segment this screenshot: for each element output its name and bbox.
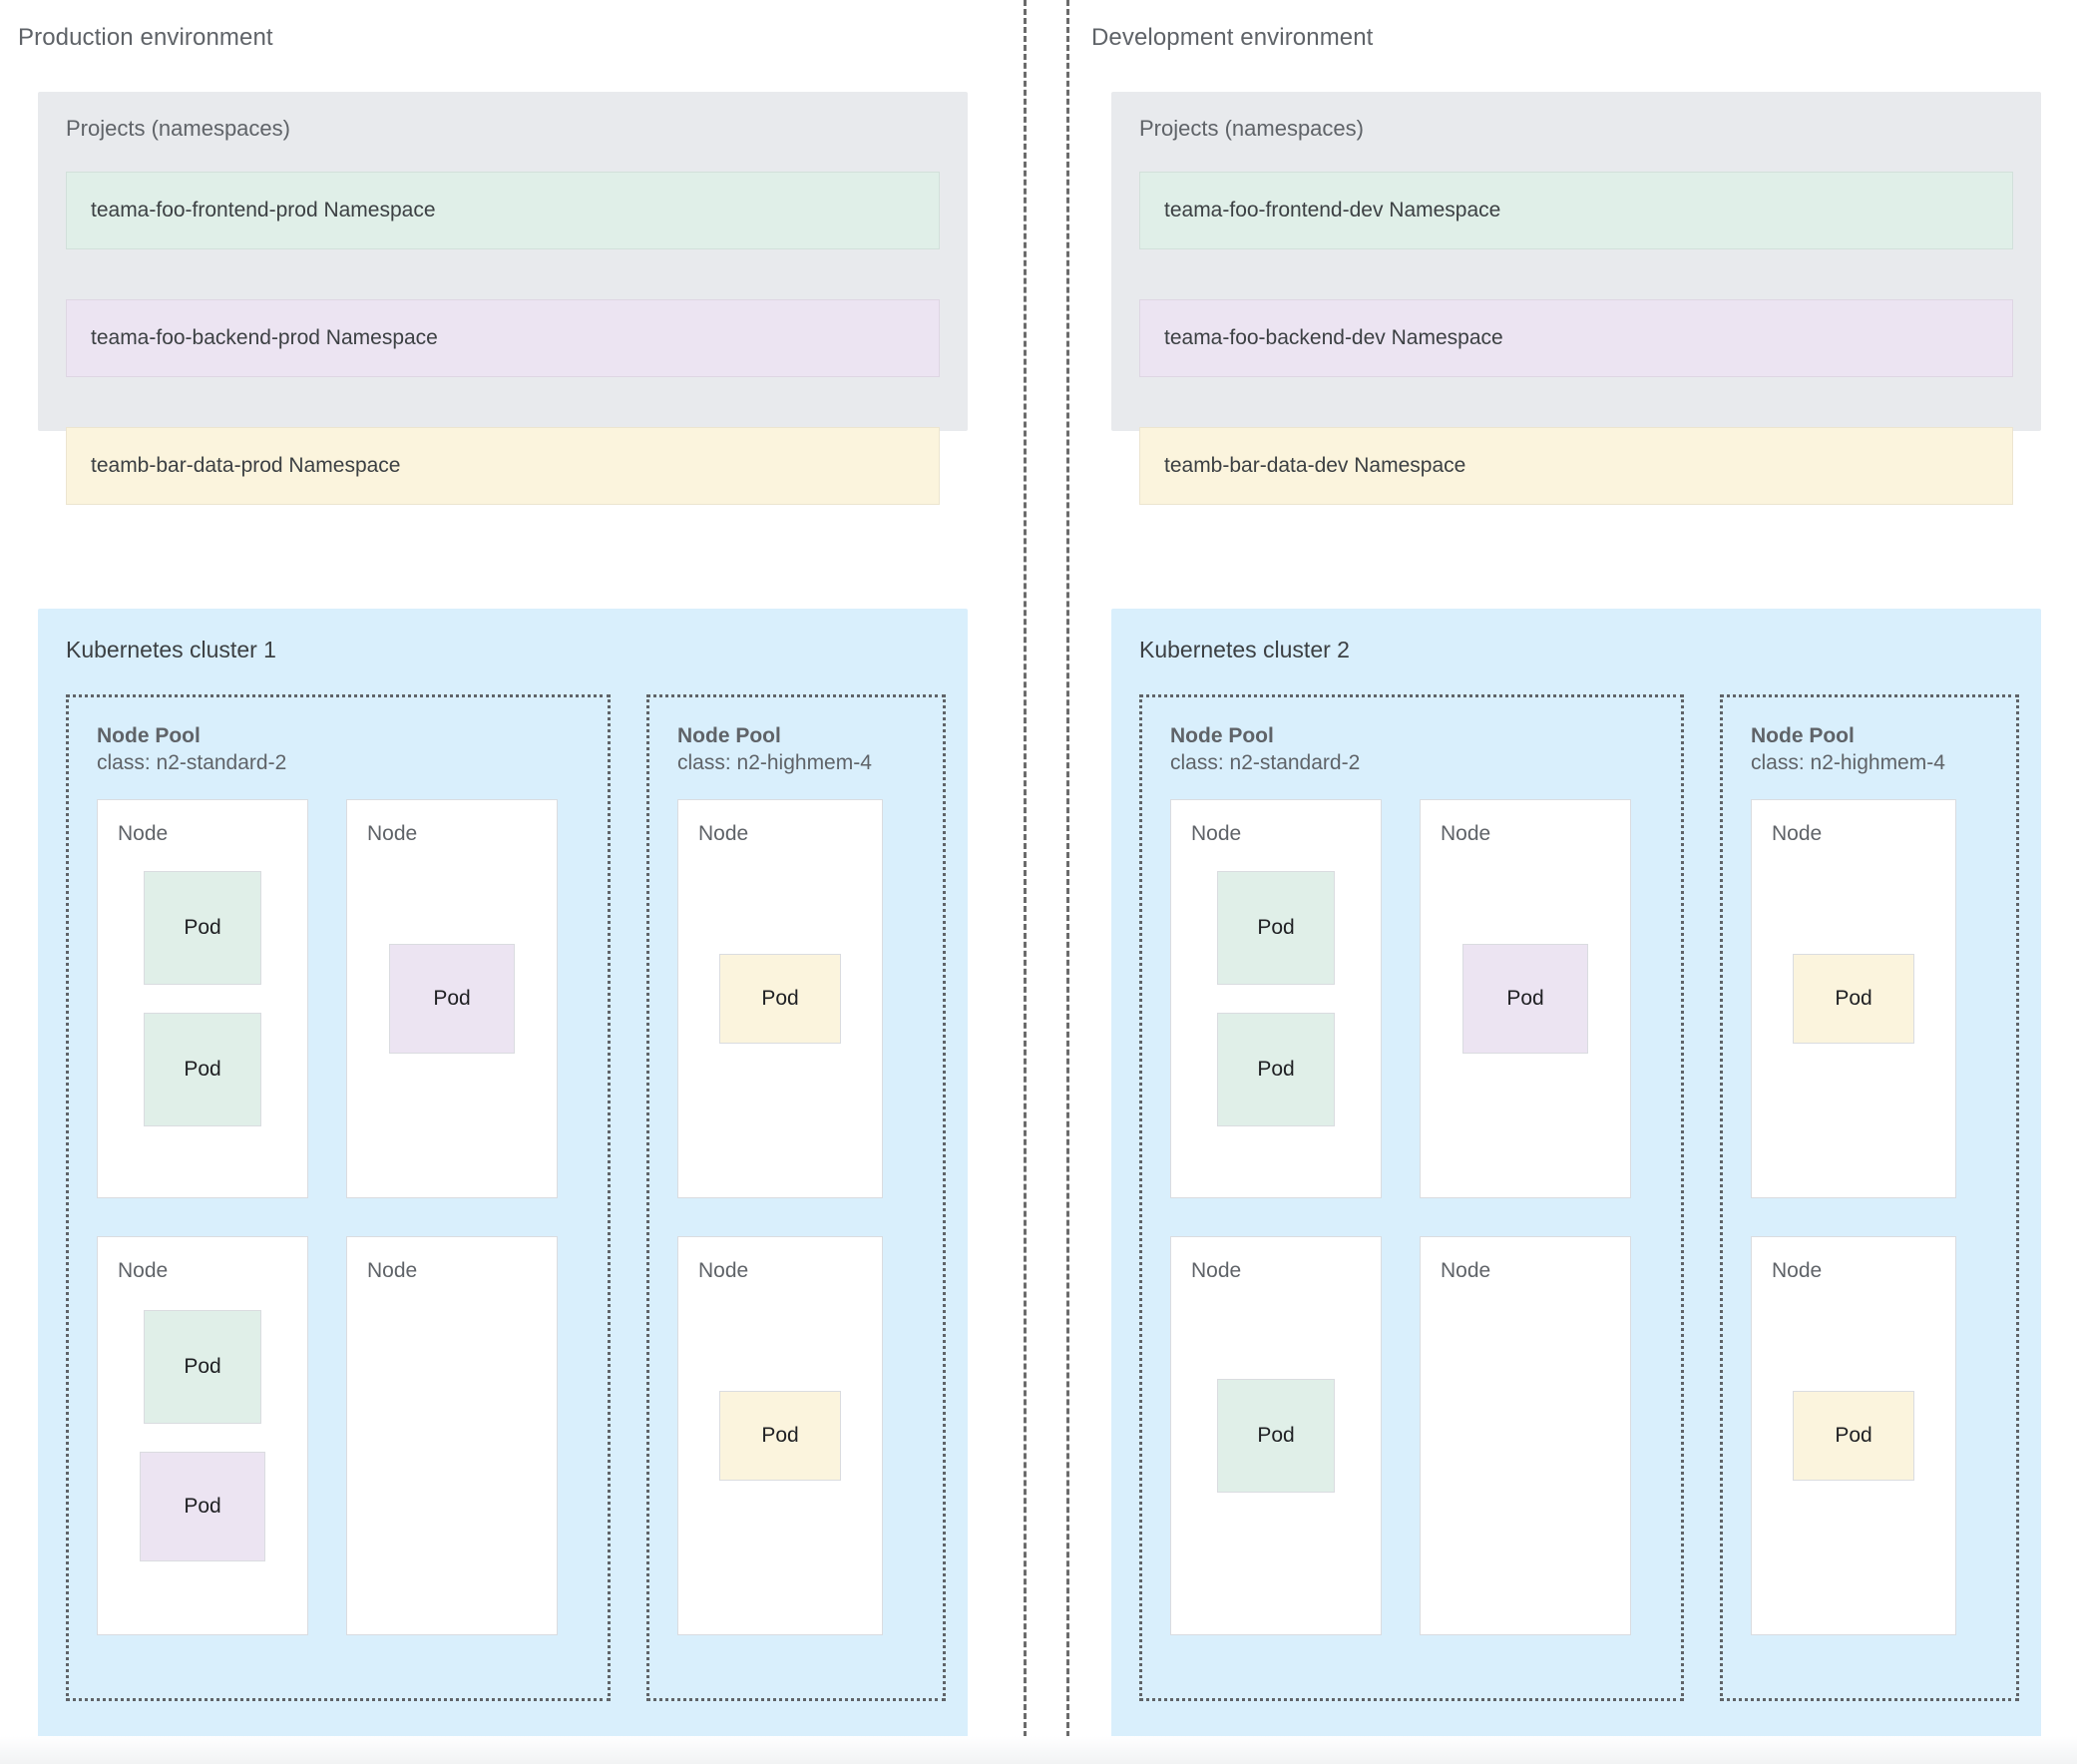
projects-panel-title: Projects (namespaces): [66, 116, 290, 141]
projects-panel-title: Projects (namespaces): [1139, 116, 1364, 141]
pod-stack: Pod: [678, 1237, 882, 1634]
projects-panel-prod: Projects (namespaces) teama-foo-frontend-…: [38, 92, 968, 505]
namespace-list: teama-foo-frontend-dev Namespace teama-fo…: [1139, 172, 2013, 505]
namespace-label: teama-foo-frontend-prod Namespace: [91, 199, 436, 221]
pod-box[interactable]: Pod: [1217, 870, 1335, 985]
namespace-label: teama-foo-backend-prod Namespace: [91, 326, 438, 349]
environment-title: Development environment: [1091, 24, 1374, 51]
pod-box[interactable]: Pod: [1217, 1012, 1335, 1126]
cluster-panel-dev: Kubernetes cluster 2 Node Pool class: n2-s…: [1111, 609, 2041, 1741]
node-label: Node: [1772, 1258, 1823, 1282]
pod-box[interactable]: Pod: [1462, 943, 1588, 1054]
pod-stack: Pod: [1752, 1237, 1955, 1634]
node-pool-header: Node Pool class: n2-highmem-4: [677, 723, 915, 777]
pod-stack: Pod: [1421, 800, 1630, 1197]
pod-box[interactable]: Pod: [719, 1390, 841, 1481]
node-pool-name: Node Pool: [1751, 724, 1855, 747]
node-pool-header: Node Pool class: n2-highmem-4: [1751, 723, 1988, 777]
node-pool-class: class: n2-standard-2: [1170, 750, 1361, 774]
pod-box[interactable]: Pod: [719, 953, 841, 1044]
node-label: Node: [1441, 1258, 1491, 1282]
node-label: Node: [367, 821, 418, 845]
namespace-box[interactable]: teamb-bar-data-prod Namespace: [66, 427, 940, 505]
node-pool-header: Node Pool class: n2-standard-2: [97, 723, 580, 777]
pod-stack: [347, 1237, 557, 1634]
namespace-box[interactable]: teamb-bar-data-dev Namespace: [1139, 427, 2013, 505]
pod-box[interactable]: Pod: [140, 1451, 265, 1561]
namespace-label: teamb-bar-data-prod Namespace: [91, 454, 401, 477]
environment-title: Production environment: [18, 24, 273, 51]
node-pool-class: class: n2-highmem-4: [677, 750, 872, 774]
pod-box[interactable]: Pod: [1793, 953, 1914, 1044]
environment-divider-left: [1024, 0, 1027, 1764]
environment-divider-right: [1066, 0, 1069, 1764]
node-box[interactable]: Node: [346, 1235, 558, 1635]
node-label: Node: [1441, 821, 1491, 845]
node-pool-name: Node Pool: [97, 724, 201, 747]
namespace-box[interactable]: teama-foo-frontend-dev Namespace: [1139, 172, 2013, 249]
node-label: Node: [1772, 821, 1823, 845]
cluster-title: Kubernetes cluster 1: [66, 637, 276, 662]
node-label: Node: [698, 1258, 749, 1282]
cluster-panel-prod: Kubernetes cluster 1 Node Pool class: n2-s…: [38, 609, 968, 1741]
pod-box[interactable]: Pod: [389, 943, 515, 1054]
node-pool-name: Node Pool: [677, 724, 781, 747]
namespace-label: teama-foo-frontend-dev Namespace: [1164, 199, 1501, 221]
node-label: Node: [698, 821, 749, 845]
pod-box[interactable]: Pod: [144, 1012, 261, 1126]
namespace-label: teama-foo-backend-dev Namespace: [1164, 326, 1503, 349]
cluster-title: Kubernetes cluster 2: [1139, 637, 1350, 662]
projects-panel-dev: Projects (namespaces) teama-foo-frontend-…: [1111, 92, 2041, 505]
node-box[interactable]: Node: [1420, 1235, 1631, 1635]
pod-stack: Pod: [347, 800, 557, 1197]
pod-stack: Pod: [1171, 1237, 1381, 1634]
pod-box[interactable]: Pod: [144, 1309, 261, 1424]
node-label: Node: [1191, 821, 1242, 845]
node-pool-header: Node Pool class: n2-standard-2: [1170, 723, 1653, 777]
node-label: Node: [1191, 1258, 1242, 1282]
namespace-box[interactable]: teama-foo-frontend-prod Namespace: [66, 172, 940, 249]
node-pool-name: Node Pool: [1170, 724, 1274, 747]
node-pool-class: class: n2-standard-2: [97, 750, 287, 774]
node-pool-class: class: n2-highmem-4: [1751, 750, 1945, 774]
node-label: Node: [118, 1258, 169, 1282]
page-bottom-fade: [0, 1736, 2077, 1764]
pod-box[interactable]: Pod: [1793, 1390, 1914, 1481]
namespace-box[interactable]: teama-foo-backend-prod Namespace: [66, 299, 940, 377]
pod-stack: [1421, 1237, 1630, 1634]
pod-stack: Pod: [1752, 800, 1955, 1197]
pod-box[interactable]: Pod: [1217, 1378, 1335, 1493]
pod-stack: Pod: [678, 800, 882, 1197]
namespace-list: teama-foo-frontend-prod Namespace teama-f…: [66, 172, 940, 505]
node-label: Node: [367, 1258, 418, 1282]
node-label: Node: [118, 821, 169, 845]
namespace-box[interactable]: teama-foo-backend-dev Namespace: [1139, 299, 2013, 377]
pod-box[interactable]: Pod: [144, 870, 261, 985]
namespace-label: teamb-bar-data-dev Namespace: [1164, 454, 1466, 477]
